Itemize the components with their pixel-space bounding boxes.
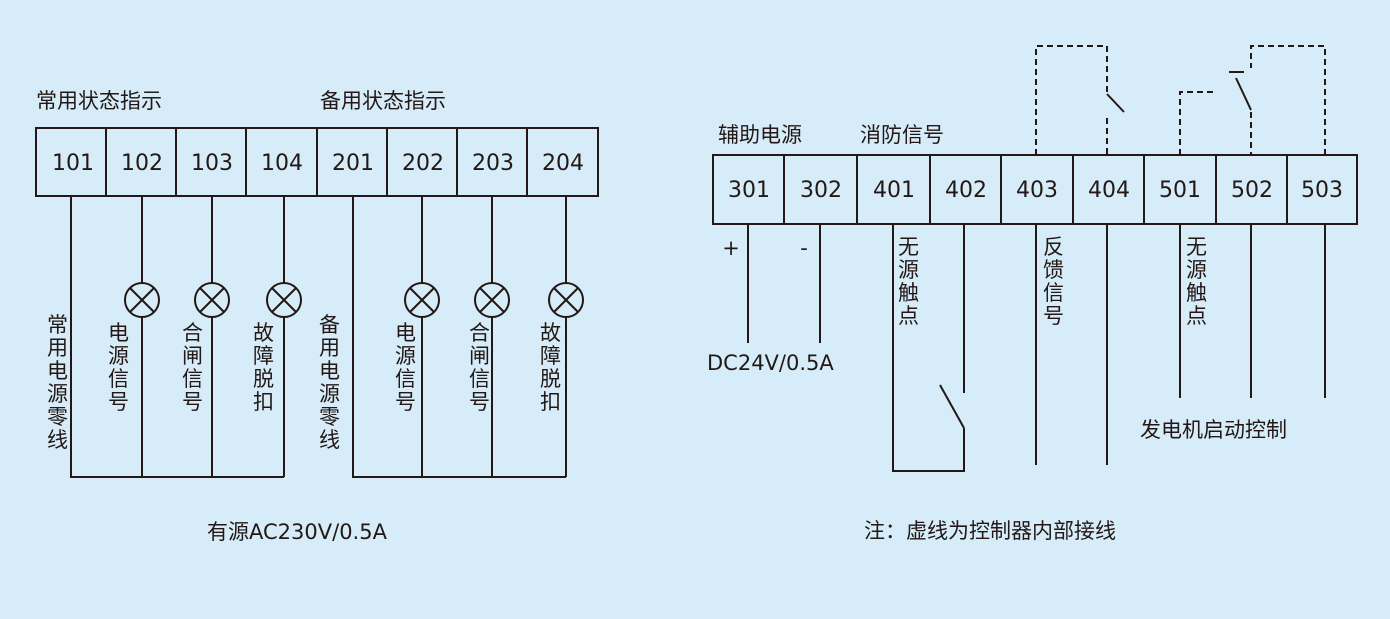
label-backup-neutral: 备用电源零线: [319, 313, 340, 452]
header-backup-status: 备用状态指示: [320, 89, 446, 113]
right-terminal-block: 301 302 401 402 403 404 501 502 503: [712, 154, 1358, 225]
label-generator-start: 发电机启动控制: [1140, 418, 1287, 442]
terminal-501: 501: [1159, 178, 1201, 203]
fire-contact-wiring: [892, 224, 965, 472]
internal-switch-icon: [1106, 93, 1125, 113]
internal-switch-icon: [1235, 77, 1252, 111]
lamp-icon: [124, 282, 160, 318]
normal-wiring: [70, 196, 285, 478]
dc-rating: DC24V/0.5A: [707, 351, 834, 375]
terminal-404: 404: [1088, 178, 1130, 203]
terminal-301: 301: [728, 178, 770, 203]
terminal-201: 201: [332, 151, 374, 176]
plus-sign: +: [722, 236, 740, 260]
header-aux-power: 辅助电源: [718, 123, 802, 147]
minus-sign: -: [800, 236, 808, 260]
aux-power-wiring: [747, 224, 821, 343]
label-backup-close: 合闸信号: [469, 321, 490, 414]
feedback-wiring: [1035, 45, 1125, 465]
backup-wiring: [352, 196, 567, 478]
switch-contact-icon: [939, 384, 965, 429]
label-dry-contact-1: 无源触点: [898, 235, 919, 328]
label-normal-power: 电源信号: [108, 321, 129, 414]
label-feedback: 反馈信号: [1043, 235, 1064, 328]
label-dry-contact-2: 无源触点: [1186, 235, 1207, 328]
label-backup-power: 电源信号: [395, 321, 416, 414]
terminal-102: 102: [121, 151, 163, 176]
left-terminal-block: 101 102 103 104 201 202 203 204: [35, 127, 599, 197]
header-normal-status: 常用状态指示: [36, 89, 162, 113]
terminal-101: 101: [52, 151, 94, 176]
label-normal-neutral: 常用电源零线: [47, 313, 68, 452]
label-backup-trip: 故障脱扣: [540, 321, 561, 414]
note-dashed-lines: 注：虚线为控制器内部接线: [864, 519, 1116, 543]
label-normal-close: 合闸信号: [182, 321, 203, 414]
terminal-401: 401: [873, 178, 915, 203]
terminal-503: 503: [1301, 178, 1343, 203]
terminal-103: 103: [191, 151, 233, 176]
lamp-icon: [404, 282, 440, 318]
terminal-403: 403: [1016, 178, 1058, 203]
lamp-icon: [266, 282, 302, 318]
terminal-203: 203: [472, 151, 514, 176]
generator-wiring: [1179, 45, 1326, 398]
terminal-104: 104: [261, 151, 303, 176]
label-normal-trip: 故障脱扣: [253, 321, 274, 414]
terminal-202: 202: [402, 151, 444, 176]
header-fire-signal: 消防信号: [860, 123, 944, 147]
lamp-icon: [474, 282, 510, 318]
lamp-icon: [548, 282, 584, 318]
terminal-204: 204: [542, 151, 584, 176]
terminal-302: 302: [800, 178, 842, 203]
footer-active-ac: 有源AC230V/0.5A: [207, 520, 388, 544]
lamp-icon: [194, 282, 230, 318]
terminal-502: 502: [1231, 178, 1273, 203]
terminal-402: 402: [945, 178, 987, 203]
